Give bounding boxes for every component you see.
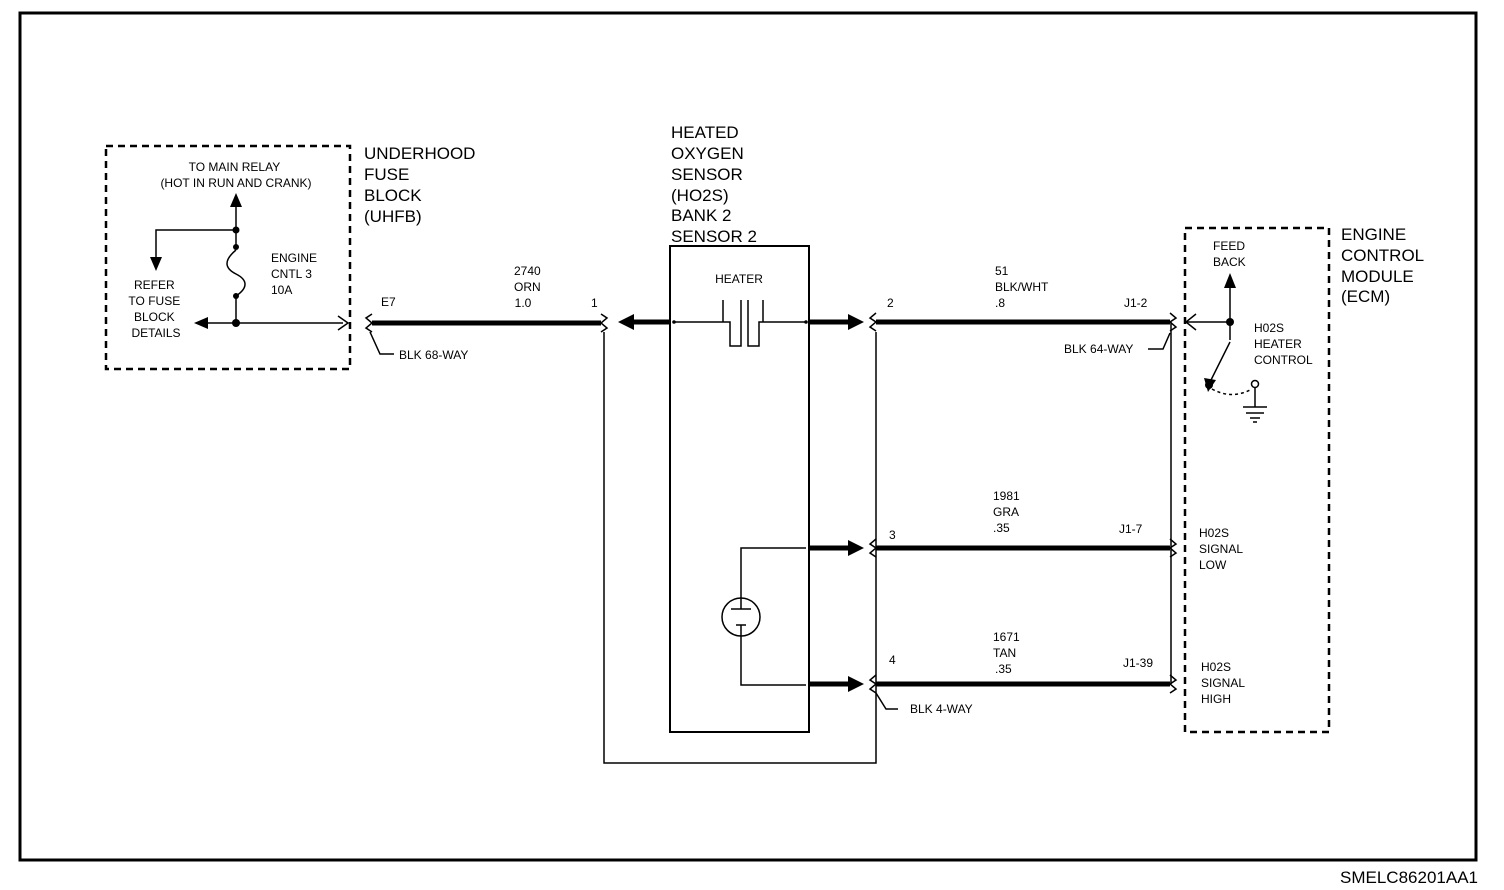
signal-high-label: H02S SIGNAL HIGH xyxy=(1201,660,1248,706)
pin-j1-7: J1-7 xyxy=(1119,522,1143,536)
refer-note: REFER TO FUSE BLOCK DETAILS xyxy=(128,278,183,340)
diagram-id: SMELC86201AA1 xyxy=(1340,868,1478,887)
wire-1981-label: 1981 GRA .35 xyxy=(993,489,1023,535)
wire-2740-label: 2740 ORN 1.0 xyxy=(514,264,544,310)
ground-icon xyxy=(1243,406,1267,423)
wire-51-label: 51 BLK/WHT .8 xyxy=(995,264,1051,310)
ecm-title: ENGINE CONTROL MODULE (ECM) xyxy=(1341,225,1428,306)
ecm-boundary xyxy=(1183,226,1331,734)
heater-element-icon xyxy=(723,300,806,347)
arrow-up-icon xyxy=(1224,273,1236,288)
arrow-down-icon xyxy=(150,257,162,271)
fuse-block-title: UNDERHOOD FUSE BLOCK (UHFB) xyxy=(364,144,480,226)
fuse-label: ENGINE CNTL 3 10A xyxy=(271,251,320,297)
arrow-left-icon xyxy=(618,314,634,330)
arrow-up-icon xyxy=(230,193,242,207)
sensor-connector-label: BLK 4-WAY xyxy=(910,702,973,716)
switch-icon xyxy=(1208,341,1231,385)
arrow-right-icon xyxy=(848,314,864,330)
connector-j1-7 xyxy=(1168,538,1178,558)
relay-note: TO MAIN RELAY (HOT IN RUN AND CRANK) xyxy=(160,160,311,190)
terminal-e7-arrow xyxy=(337,315,350,331)
connector-pin-2 xyxy=(868,312,878,332)
pin-4: 4 xyxy=(889,653,896,667)
fuse-block: UNDERHOOD FUSE BLOCK (UHFB) TO MAIN RELA… xyxy=(104,144,480,371)
sensor-body xyxy=(669,245,810,733)
pin-j1-2: J1-2 xyxy=(1124,296,1148,310)
fuse-icon xyxy=(226,249,246,297)
heater-label: HEATER xyxy=(715,272,763,286)
signal-low-label: H02S SIGNAL LOW xyxy=(1199,526,1246,572)
pin-3: 3 xyxy=(889,528,896,542)
arrow-left-icon xyxy=(194,317,208,329)
pin-2: 2 xyxy=(887,296,894,310)
fuse-connector-label: BLK 68-WAY xyxy=(399,348,468,362)
arrow-right-icon xyxy=(848,540,864,556)
pin-j1-39: J1-39 xyxy=(1123,656,1153,670)
connector-j1-39 xyxy=(1168,674,1178,694)
wire-1671-label: 1671 TAN .35 xyxy=(993,630,1023,676)
heater-control-label: H02S HEATER CONTROL xyxy=(1254,321,1313,367)
feedback-label: FEED BACK xyxy=(1213,239,1248,269)
fuse-block-boundary xyxy=(104,144,352,371)
connector-pin-3 xyxy=(868,538,878,558)
terminal-e7: E7 xyxy=(381,295,396,309)
diagram-frame xyxy=(18,11,1478,862)
connector-pin-4 xyxy=(868,674,878,694)
arrow-right-icon xyxy=(848,676,864,692)
ecm: ENGINE CONTROL MODULE (ECM) FEED BACK xyxy=(1183,225,1428,734)
sensor-title: HEATED OXYGEN SENSOR (HO2S) BANK 2 SENSO… xyxy=(671,123,757,246)
ecm-connector-label: BLK 64-WAY xyxy=(1064,342,1133,356)
connector-pin-1 xyxy=(599,313,609,333)
connector-e7 xyxy=(364,313,374,333)
oxygen-sensor: HEATED OXYGEN SENSOR (HO2S) BANK 2 SENSO… xyxy=(618,123,864,733)
connector-j1-2 xyxy=(1168,312,1178,332)
pin-1: 1 xyxy=(591,296,598,310)
